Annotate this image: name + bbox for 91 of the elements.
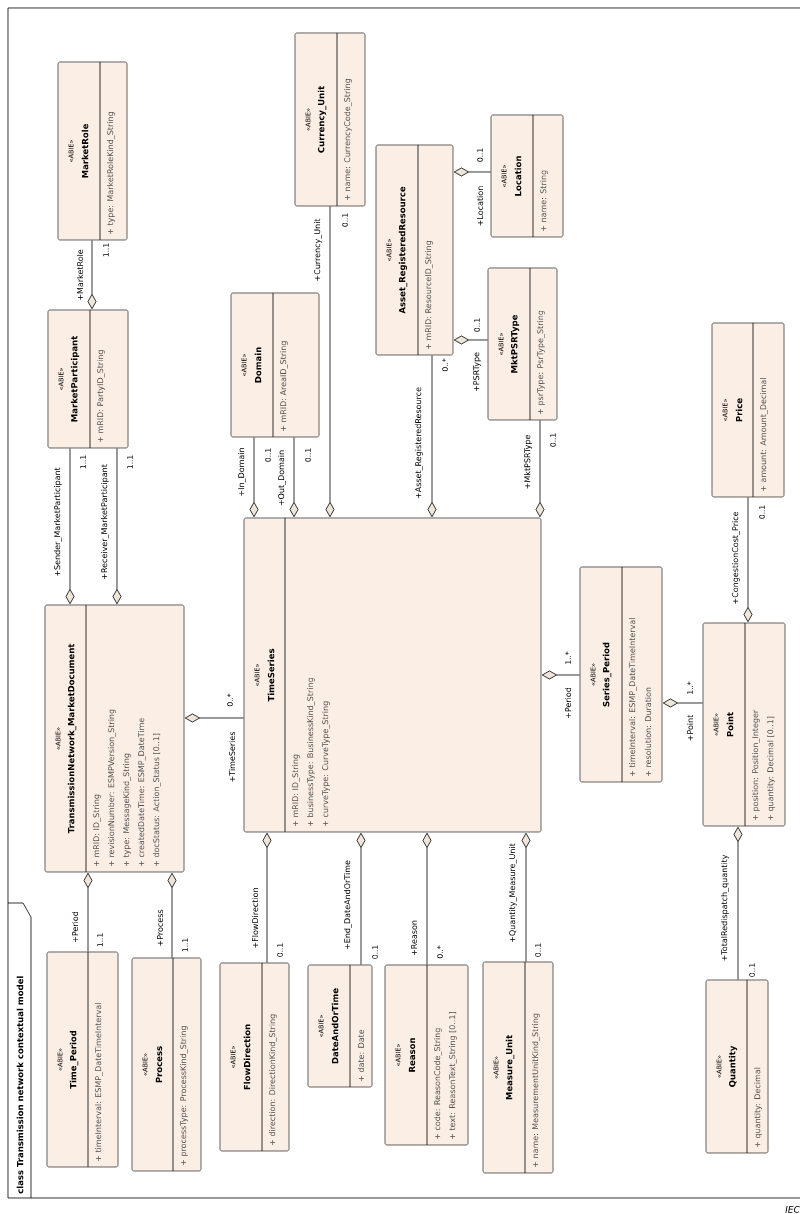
aggregation-line (662, 698, 703, 708)
role-label: +In_Domain (238, 448, 246, 496)
role-label: +PSRType (473, 352, 481, 392)
role-label: +MktPSRType (524, 435, 532, 489)
aggregation-line (453, 167, 491, 177)
aggregation-line (733, 826, 743, 980)
attribute: + revisionNumber: ESMPVersion_String (108, 709, 116, 866)
aggregation-line (422, 832, 432, 965)
class-name: Price (735, 398, 743, 422)
aggregation-line (427, 355, 437, 518)
attribute: + resolution: Duration (644, 687, 652, 776)
role-label: +Currency_Unit (314, 218, 322, 281)
aggregation-line (521, 832, 531, 962)
class-name: MarketRole (81, 124, 89, 178)
attribute: + name: CurrencyCode_String (344, 79, 352, 200)
role-label: +Period (71, 911, 79, 942)
aggregation-line (87, 240, 97, 310)
class-name: Asset_RegisteredResource (398, 186, 408, 314)
attribute: + code: ReasonCode_String (434, 1028, 442, 1139)
attribute: + mRID: ID_String (93, 794, 101, 866)
role-label: +Asset_RegisteredResource (415, 387, 423, 499)
figure-code: IEC (785, 1206, 800, 1213)
role-label: +MarketRole (76, 249, 84, 300)
aggregation-line (356, 832, 366, 965)
role-label: +FlowDirection (251, 888, 259, 948)
attribute: + text: ReasonText_String [0..1] (449, 1012, 457, 1139)
attribute: + docStatus: Action_Status [0..1] (153, 733, 161, 866)
attribute: + businessType: BusinessKind_String (307, 678, 315, 826)
role-label: +TimeSeries (228, 731, 236, 782)
class-name: Quantity (728, 1045, 738, 1087)
attribute: + name: MeasurementUnitKind_String (532, 1013, 540, 1167)
class-name: Measure_Unit (505, 1035, 515, 1100)
class-name: Series_Period (602, 642, 612, 707)
class-name: Time_Period (69, 1030, 79, 1089)
attribute: + type: MarketRoleKind_String (107, 112, 115, 234)
role-label: +CongestionCost_Price (732, 511, 740, 604)
role-label: +Point (686, 714, 694, 741)
class-name: Point (726, 712, 734, 737)
attribute: + createdDateTime: ESMP_DateTime (138, 718, 146, 866)
role-label: +Out_Domain (278, 450, 286, 506)
attribute: + type: MessageKind_String (123, 753, 131, 866)
role-label: +TotalRedispatch_quantity (721, 854, 729, 961)
class-name: TransmissionNetwork_MarketDocument (67, 643, 77, 834)
class-name: MarketParticipant (70, 335, 80, 422)
aggregation-line (541, 670, 580, 680)
attribute: + quantity: Decimal (754, 1067, 762, 1147)
aggregation-line (83, 872, 93, 952)
class-name: Location (514, 156, 522, 196)
class-name: FlowDirection (243, 1024, 251, 1090)
role-label: +Receiver_MarketParticipant (101, 464, 109, 579)
attribute: + mRID: AreaID_String (280, 341, 288, 431)
aggregation-line (249, 437, 259, 518)
aggregation-line (743, 497, 753, 623)
class-name: Reason (408, 1038, 416, 1072)
attribute: + processType: ProcessKind_String (180, 1026, 188, 1165)
role-label: +Quantity_Measure_Unit (509, 843, 517, 942)
frame-title: class Transmission network contextual model (7, 902, 32, 1199)
attribute: + timeInterval: ESMP_DateTimeInterval (95, 1003, 103, 1161)
class-name: MktPSRType (510, 314, 520, 373)
attribute: + date: Date (357, 1029, 365, 1081)
attribute: + quantity: Decimal [0..1] (767, 716, 775, 820)
aggregation-line (112, 448, 122, 605)
attribute: + mRID: ID_String (292, 754, 300, 826)
aggregation-line (453, 335, 488, 345)
aggregation-line (184, 713, 244, 723)
aggregation-line (262, 832, 272, 963)
aggregation-line (535, 420, 545, 518)
role-label: +Period (564, 687, 572, 718)
attribute: + direction: DirectionKind_String (269, 1014, 277, 1145)
aggregation-line (325, 206, 335, 518)
aggregation-line (289, 437, 299, 518)
class-name: Domain (254, 347, 262, 383)
role-label: +Sender_MarketParticipant (54, 467, 62, 576)
attribute: + psrType: PsrType_String (537, 310, 545, 414)
attribute: + curveType: CurveType_String (322, 701, 330, 826)
attribute: + timeInterval: ESMP_DateTimeInterval (629, 618, 637, 776)
attribute: + position: Position_Integer (752, 709, 760, 820)
attribute: + mRID: PartyID_String (97, 350, 105, 442)
role-label: +End_DateAndOrTime (344, 860, 352, 950)
class-name: TimeSeries (267, 648, 275, 702)
role-label: +Reason (411, 920, 417, 956)
attribute: + amount: Amount_Decimal (760, 378, 768, 491)
aggregation-line (65, 448, 75, 605)
class-name: DateAndOrTime (331, 988, 339, 1064)
class-name: Process (155, 1046, 163, 1083)
role-label: +Location (476, 186, 484, 226)
aggregation-line (167, 872, 177, 958)
class-name: Currency_Unit (317, 86, 327, 153)
role-label: +Process (157, 909, 163, 946)
attribute: + mRID: ResourceID_String (425, 241, 433, 349)
attribute: + name: String (540, 170, 548, 231)
